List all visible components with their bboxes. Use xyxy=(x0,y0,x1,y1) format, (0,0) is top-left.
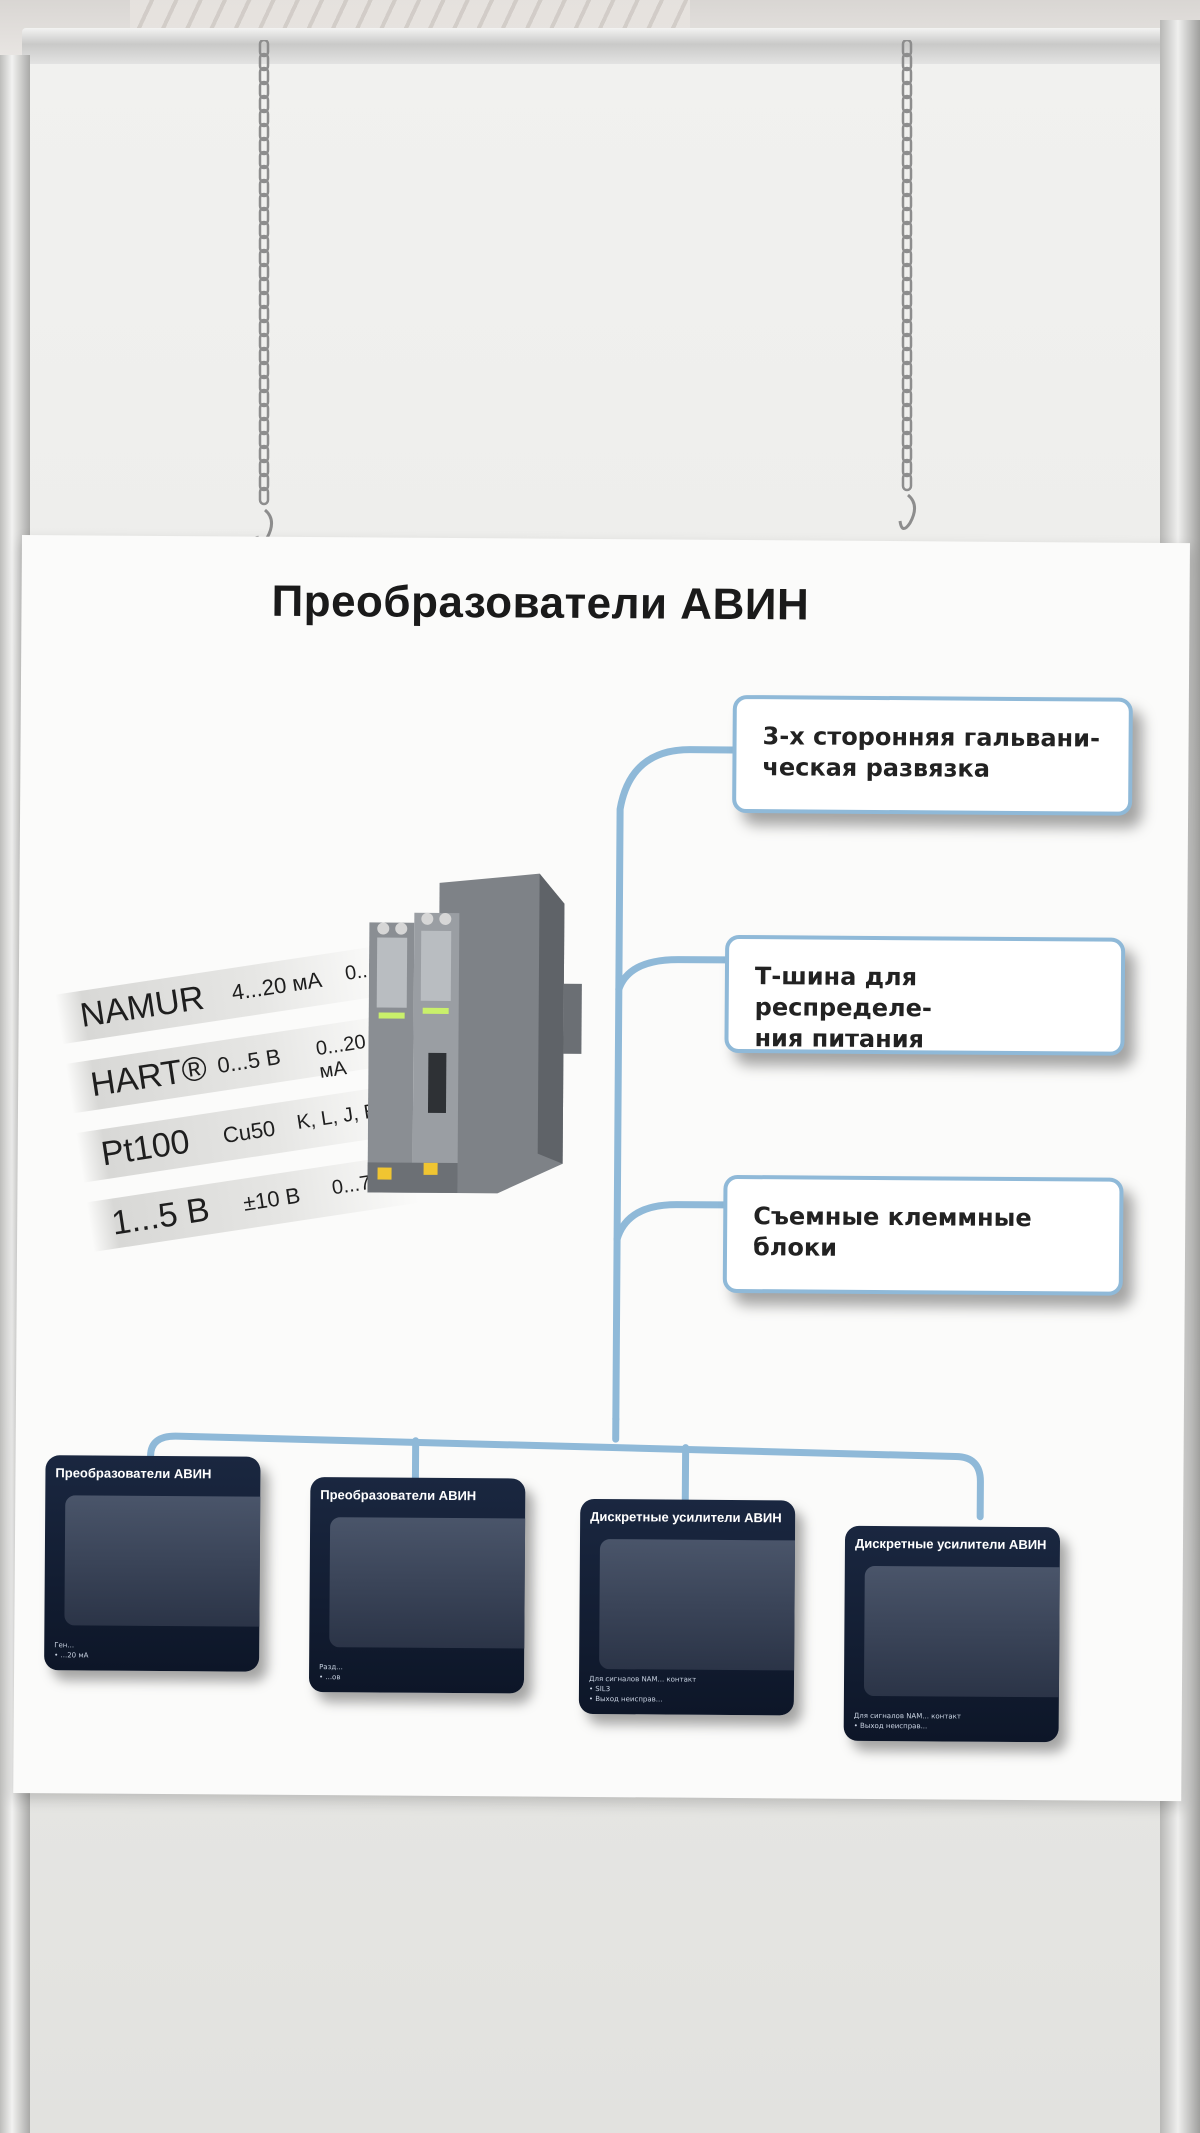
feature-text: Съемные клеммные блоки xyxy=(752,1202,1032,1262)
card-note: Ген... • ...20 мА xyxy=(54,1641,89,1660)
card-title: Дискретные усилители АВИН xyxy=(590,1508,782,1526)
product-card: Дискретные усилители АВИН Для сигналов N… xyxy=(578,1498,796,1716)
card-product-photo xyxy=(64,1495,261,1627)
frame-top-rail xyxy=(22,28,1182,64)
signal-range: 4...20 мА xyxy=(229,966,324,1006)
din-rail-converter-device xyxy=(367,873,582,1194)
card-title: Преобразователи АВИН xyxy=(55,1465,212,1482)
signal-main: HART® xyxy=(88,1049,210,1105)
signal-range: Cu50 xyxy=(221,1115,277,1149)
poster-title: Преобразователи АВИН xyxy=(271,576,810,630)
left-chain xyxy=(255,40,273,545)
feature-callout-t-bus: Т-шина для респределе- ния питания xyxy=(724,934,1126,1056)
product-card: Преобразователи АВИН Ген... • ...20 мА xyxy=(44,1455,261,1672)
card-note: Для сигналов NAM... контакт • Выход неис… xyxy=(853,1711,961,1731)
signal-main: Pt100 xyxy=(98,1122,193,1174)
feature-callout-isolation: 3-х сторонняя гальвани- ческая развязка xyxy=(732,694,1133,816)
card-product-photo xyxy=(599,1539,796,1671)
card-product-photo xyxy=(863,1565,1061,1698)
card-note: Разд... • ...ов xyxy=(319,1663,343,1682)
right-chain xyxy=(898,40,916,530)
card-title: Преобразователи АВИН xyxy=(320,1487,477,1504)
feature-text: 3-х сторонняя гальвани- ческая развязка xyxy=(762,722,1101,783)
poster: Преобразователи АВИН NAMUR 4...20 мА 0..… xyxy=(13,535,1190,1802)
card-product-photo xyxy=(329,1517,526,1649)
feature-callout-terminals: Съемные клеммные блоки xyxy=(722,1174,1124,1296)
signal-range: 0...5 В xyxy=(215,1043,283,1079)
feature-text: Т-шина для респределе- ния питания xyxy=(754,962,933,1054)
signal-main: 1...5 В xyxy=(109,1190,212,1243)
signal-range: ±10 В xyxy=(241,1182,302,1216)
product-card: Преобразователи АВИН Разд... • ...ов xyxy=(308,1477,526,1694)
card-note: Для сигналов NAM... контакт • SIL3 • Вых… xyxy=(588,1674,697,1704)
signal-main: NAMUR xyxy=(77,978,207,1035)
product-card: Дискретные усилители АВИН Для сигналов N… xyxy=(843,1525,1061,1743)
card-title: Дискретные усилители АВИН xyxy=(854,1535,1047,1553)
